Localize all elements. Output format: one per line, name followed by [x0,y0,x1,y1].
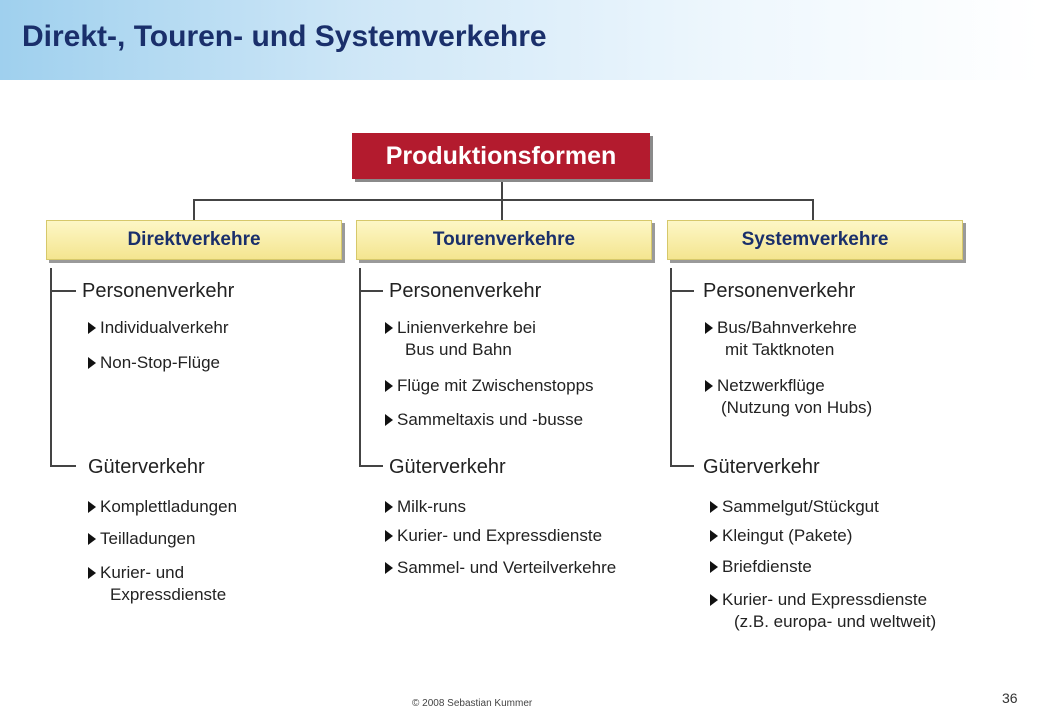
arrow-bullet-icon [385,530,393,542]
list-item: Kurier- und Expressdienste(z.B. europa- … [710,589,936,633]
arrow-bullet-icon [710,530,718,542]
category-systemverkehre: Systemverkehre [667,220,963,260]
connector-direkt [193,199,195,220]
arrow-bullet-icon [88,322,96,334]
list-item: Teilladungen [88,528,195,550]
list-item: Netzwerkflüge(Nutzung von Hubs) [705,375,872,419]
list-item: Sammel- und Verteilverkehre [385,557,616,579]
list-item: Milk-runs [385,496,466,518]
list-item: Briefdienste [710,556,812,578]
connector-horizontal [193,199,814,201]
heading-gueterverkehr: Güterverkehr [88,456,205,478]
page-number: 36 [1002,690,1018,706]
arrow-bullet-icon [88,357,96,369]
arrow-bullet-icon [385,501,393,513]
heading-personenverkehr: Personenverkehr [82,280,235,302]
heading-gueterverkehr: Güterverkehr [703,456,820,478]
arrow-bullet-icon [710,594,718,606]
list-item: Flüge mit Zwischenstopps [385,375,594,397]
list-item: Komplettladungen [88,496,237,518]
bracket-vertical [359,268,361,466]
connector-root-down [501,179,503,200]
bracket-tick [50,465,76,467]
category-tourenverkehre: Tourenverkehre [356,220,652,260]
title-bar [0,0,1040,80]
connector-touren [501,199,503,220]
arrow-bullet-icon [705,380,713,392]
bracket-tick [670,465,694,467]
list-item: Individualverkehr [88,317,229,339]
arrow-bullet-icon [88,567,96,579]
heading-personenverkehr: Personenverkehr [703,280,856,302]
bracket-tick [670,290,694,292]
connector-system [812,199,814,220]
copyright-footer: © 2008 Sebastian Kummer [412,698,533,709]
bracket-tick [359,465,383,467]
bracket-vertical [670,268,672,466]
arrow-bullet-icon [705,322,713,334]
arrow-bullet-icon [385,322,393,334]
arrow-bullet-icon [385,414,393,426]
category-direktverkehre: Direktverkehre [46,220,342,260]
list-item: Non-Stop-Flüge [88,352,220,374]
list-item: Kleingut (Pakete) [710,525,852,547]
bracket-vertical [50,268,52,466]
heading-personenverkehr: Personenverkehr [389,280,542,302]
list-item: Kurier- und Expressdienste [385,525,602,547]
list-item: Sammeltaxis und -busse [385,409,583,431]
arrow-bullet-icon [88,533,96,545]
arrow-bullet-icon [385,380,393,392]
arrow-bullet-icon [710,561,718,573]
arrow-bullet-icon [385,562,393,574]
heading-gueterverkehr: Güterverkehr [389,456,506,478]
page-title: Direkt-, Touren- und Systemverkehre [22,20,547,53]
bracket-tick [50,290,76,292]
root-box: Produktionsformen [352,133,650,179]
bracket-tick [359,290,383,292]
arrow-bullet-icon [710,501,718,513]
arrow-bullet-icon [88,501,96,513]
list-item: Sammelgut/Stückgut [710,496,879,518]
